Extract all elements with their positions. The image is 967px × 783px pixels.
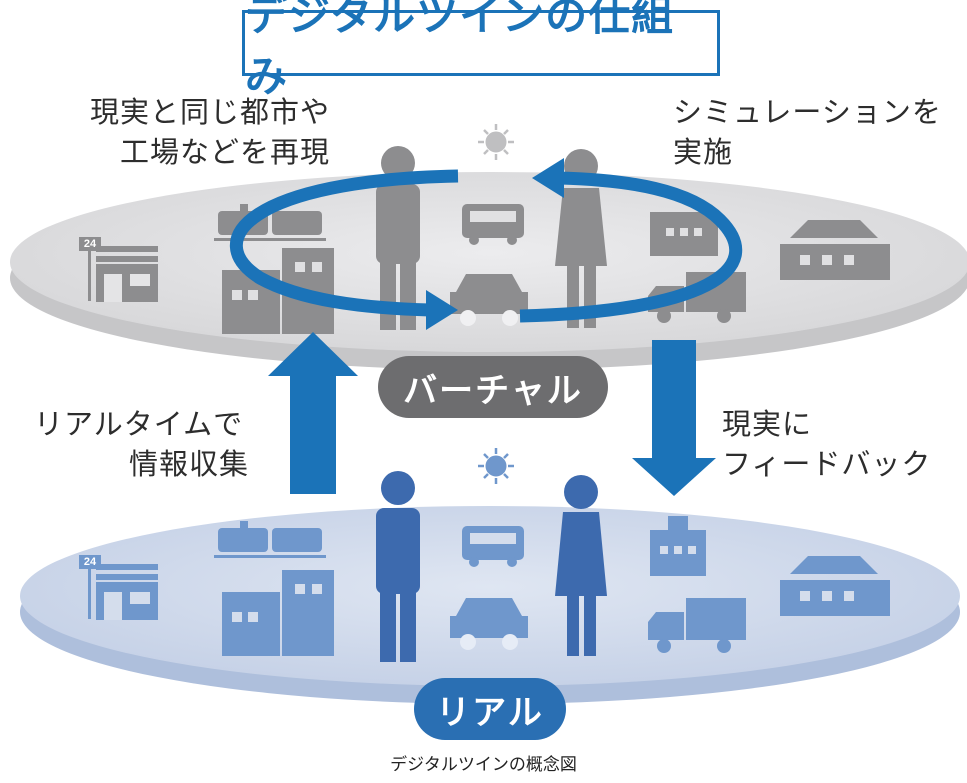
bus-icon — [462, 526, 524, 567]
title-box: デジタルツインの仕組み — [242, 0, 720, 101]
virtual-layer-label: バーチャル — [378, 356, 608, 418]
collect-data-up-arrow — [268, 332, 358, 494]
person-male-icon — [376, 471, 420, 662]
label-line: 工場などを再現 — [120, 135, 331, 169]
store-sign-text: 24 — [84, 556, 97, 568]
label-line: リアルタイムで — [34, 407, 244, 441]
simulation-label: シミュレーションを 実施 — [673, 92, 942, 172]
reproduce-city-label: 現実と同じ都市や 工場などを再現 — [90, 92, 330, 172]
label-line: 情報収集 — [129, 447, 250, 481]
car-icon — [450, 598, 528, 650]
house-icon — [780, 220, 890, 280]
building-icon — [222, 570, 334, 656]
sun-icon — [478, 124, 514, 160]
label-line: フィードバック — [722, 447, 932, 481]
label-line: 実施 — [673, 135, 734, 169]
feedback-down-arrow — [632, 340, 716, 496]
realtime-collect-label: リアルタイムで 情報収集 — [34, 404, 249, 484]
hospital-icon — [650, 516, 706, 576]
real-layer-label: リアル — [414, 678, 566, 740]
simulation-loop-arrow — [229, 158, 743, 330]
feedback-label: 現実に フィードバック — [722, 404, 931, 484]
figure-caption: デジタルツインの概念図 — [390, 755, 577, 775]
house-icon — [780, 556, 890, 616]
hospital-icon — [650, 212, 718, 256]
bus-icon — [462, 204, 524, 245]
label-line: 現実と同じ都市や — [90, 95, 331, 129]
train-icon — [214, 521, 326, 558]
convenience-store-icon — [79, 555, 158, 620]
label-line: 現実に — [722, 407, 813, 441]
store-sign-text: 24 — [84, 238, 97, 250]
label-line: シミュレーションを — [673, 95, 942, 129]
page-title: デジタルツインの仕組み — [245, 0, 675, 101]
convenience-store-icon — [79, 237, 158, 302]
truck-icon — [648, 272, 746, 323]
truck-icon — [648, 598, 746, 653]
sun-icon — [478, 448, 514, 484]
car-icon — [450, 274, 528, 326]
person-female-icon — [555, 475, 607, 656]
